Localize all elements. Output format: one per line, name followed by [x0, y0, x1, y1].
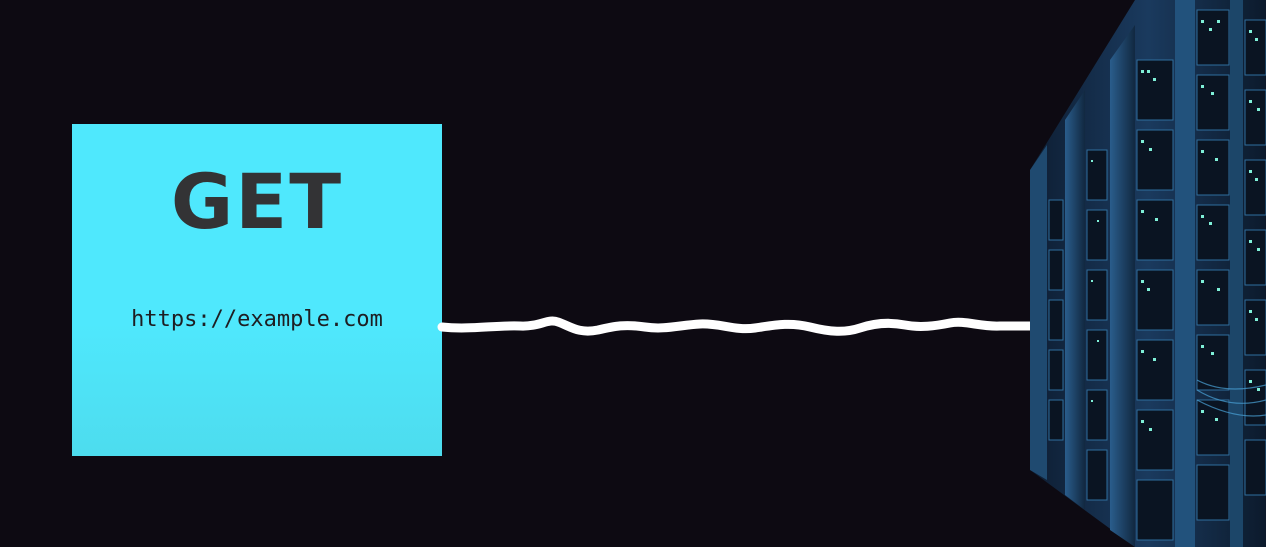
request-card: GET https://example.com — [72, 124, 442, 456]
server-rack-icon — [1030, 0, 1266, 547]
request-url: https://example.com — [131, 307, 383, 332]
http-method-label: GET — [170, 157, 344, 246]
